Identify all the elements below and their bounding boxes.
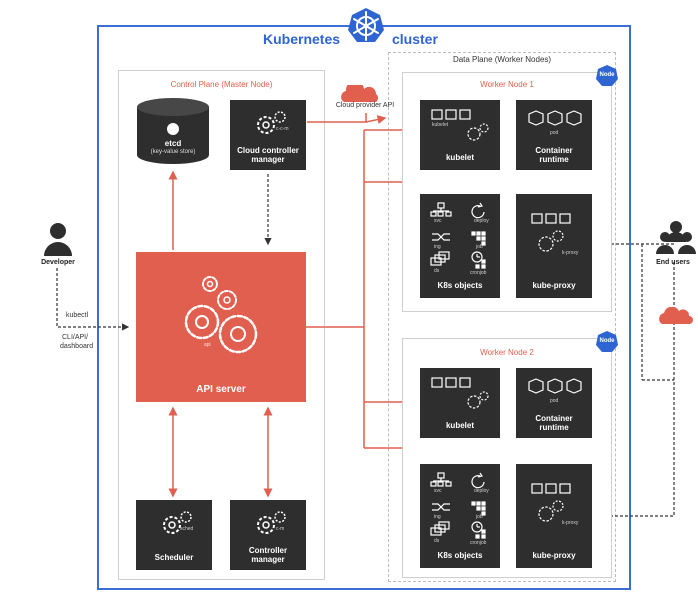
deploy-tiny-label: deploy [474,488,489,494]
pods-icon [528,378,582,394]
scheduler-node: sched Scheduler [136,500,212,570]
proxy-tiny-label: k-proxy [562,250,579,256]
cm-label-line1: Controller [248,546,288,555]
node-badge-icon [596,331,618,352]
control-plane-label: Control Plane (Master Node) [170,80,273,89]
cm-tiny-label: c-m [276,526,285,532]
cronjob-tiny-label: cronjob [470,540,487,546]
proxy-icon [531,213,571,252]
cloud-provider-api-label: Cloud provider API [335,102,395,109]
data-plane-label: Data Plane (Worker Nodes) [452,55,552,64]
svc-tiny-label: svc [434,218,442,224]
cloud-icon [341,85,378,102]
gears-icon [257,511,286,534]
k8s-objects-label: K8s objects [437,281,483,290]
cm-label-line2: manager [251,555,285,564]
kubelet-node: kubelet [420,368,500,438]
runtime-label-line2: runtime [539,155,569,164]
kube-proxy-label: kube-proxy [532,551,576,560]
ccm-label-line1: Cloud controller [237,146,299,155]
runtime-label-line1: Container [535,414,573,423]
k8s-objects-icon [430,472,486,539]
pods-gear-icon [431,109,489,141]
pod-tiny-label: pod [550,130,559,136]
ds-tiny-label: ds [434,268,440,274]
ing-tiny-label: ing [434,514,441,520]
cli-label-line2: CLI/API/ [62,334,89,341]
runtime-label-line1: Container [535,146,573,155]
developer-user-icon [44,223,72,256]
cluster-title-right: cluster [392,31,438,47]
gears-icon [257,111,286,134]
end-users-label: End users [656,259,690,266]
deploy-tiny-label: deploy [474,218,489,224]
k8s-objects-icon [430,202,486,269]
control-plane-frame [118,70,325,580]
kube-proxy-node: k-proxy kube-proxy [516,464,592,568]
runtime-label-line2: runtime [539,423,569,432]
cloud-icon [659,307,693,324]
etcd-sublabel: (key-value store) [150,149,196,155]
kubelet-node: kubelet kubelet [420,100,500,170]
ccm-tiny-label: c-c-m [276,126,289,132]
data-plane-frame [388,52,616,582]
cluster-title-left: Kubernetes [263,31,341,47]
database-icon [137,98,209,164]
api-tiny-label: api [204,342,211,348]
pods-gear-icon [431,377,489,409]
kubectl-label: kubectl [66,312,89,319]
scheduler-tiny-label: sched [180,526,194,532]
pods-icon [528,110,582,126]
proxy-tiny-label: k-proxy [562,520,579,526]
job-tiny-label: job [476,514,483,520]
kubelet-tiny-label: kubelet [432,122,449,128]
proxy-icon [531,483,571,522]
scheduler-label: Scheduler [154,553,194,562]
etcd-node: etcd (key-value store) [135,97,211,165]
api-server-node: api API server [136,252,306,402]
svc-tiny-label: svc [434,488,442,494]
kubelet-label: kubelet [445,153,474,162]
end-users-icon [656,221,696,254]
node-badge-label: Node [599,338,615,344]
etcd-label: etcd [164,139,182,148]
kubelet-label: kubelet [445,421,474,430]
k8s-objects-label: K8s objects [437,551,483,560]
cli-label-line3: dashboard [60,343,94,350]
job-tiny-label: job [476,244,483,250]
worker-node-2-label: Worker Node 2 [480,348,534,357]
ds-tiny-label: ds [434,538,440,544]
api-server-label: API server [196,384,246,395]
kubernetes-logo-icon [348,8,384,42]
node-badge-icon [596,65,618,86]
gears-icon [163,511,192,534]
kube-proxy-label: kube-proxy [532,281,576,290]
developer-label: Developer [41,259,75,266]
ccm-label-line2: manager [251,155,285,164]
gears-icon [184,276,258,354]
cronjob-tiny-label: cronjob [470,270,487,276]
ing-tiny-label: ing [434,244,441,250]
kube-proxy-node: k-proxy kube-proxy [516,194,592,298]
node-badge-label: Node [599,72,615,78]
pod-tiny-label: pod [550,398,559,404]
worker-node-1-label: Worker Node 1 [480,80,534,89]
k8s-objects-node: svc deploy ing job ds cronjob K8s object… [420,194,500,298]
k8s-objects-node: svc deploy ing job ds cronjob K8s object… [420,464,500,568]
